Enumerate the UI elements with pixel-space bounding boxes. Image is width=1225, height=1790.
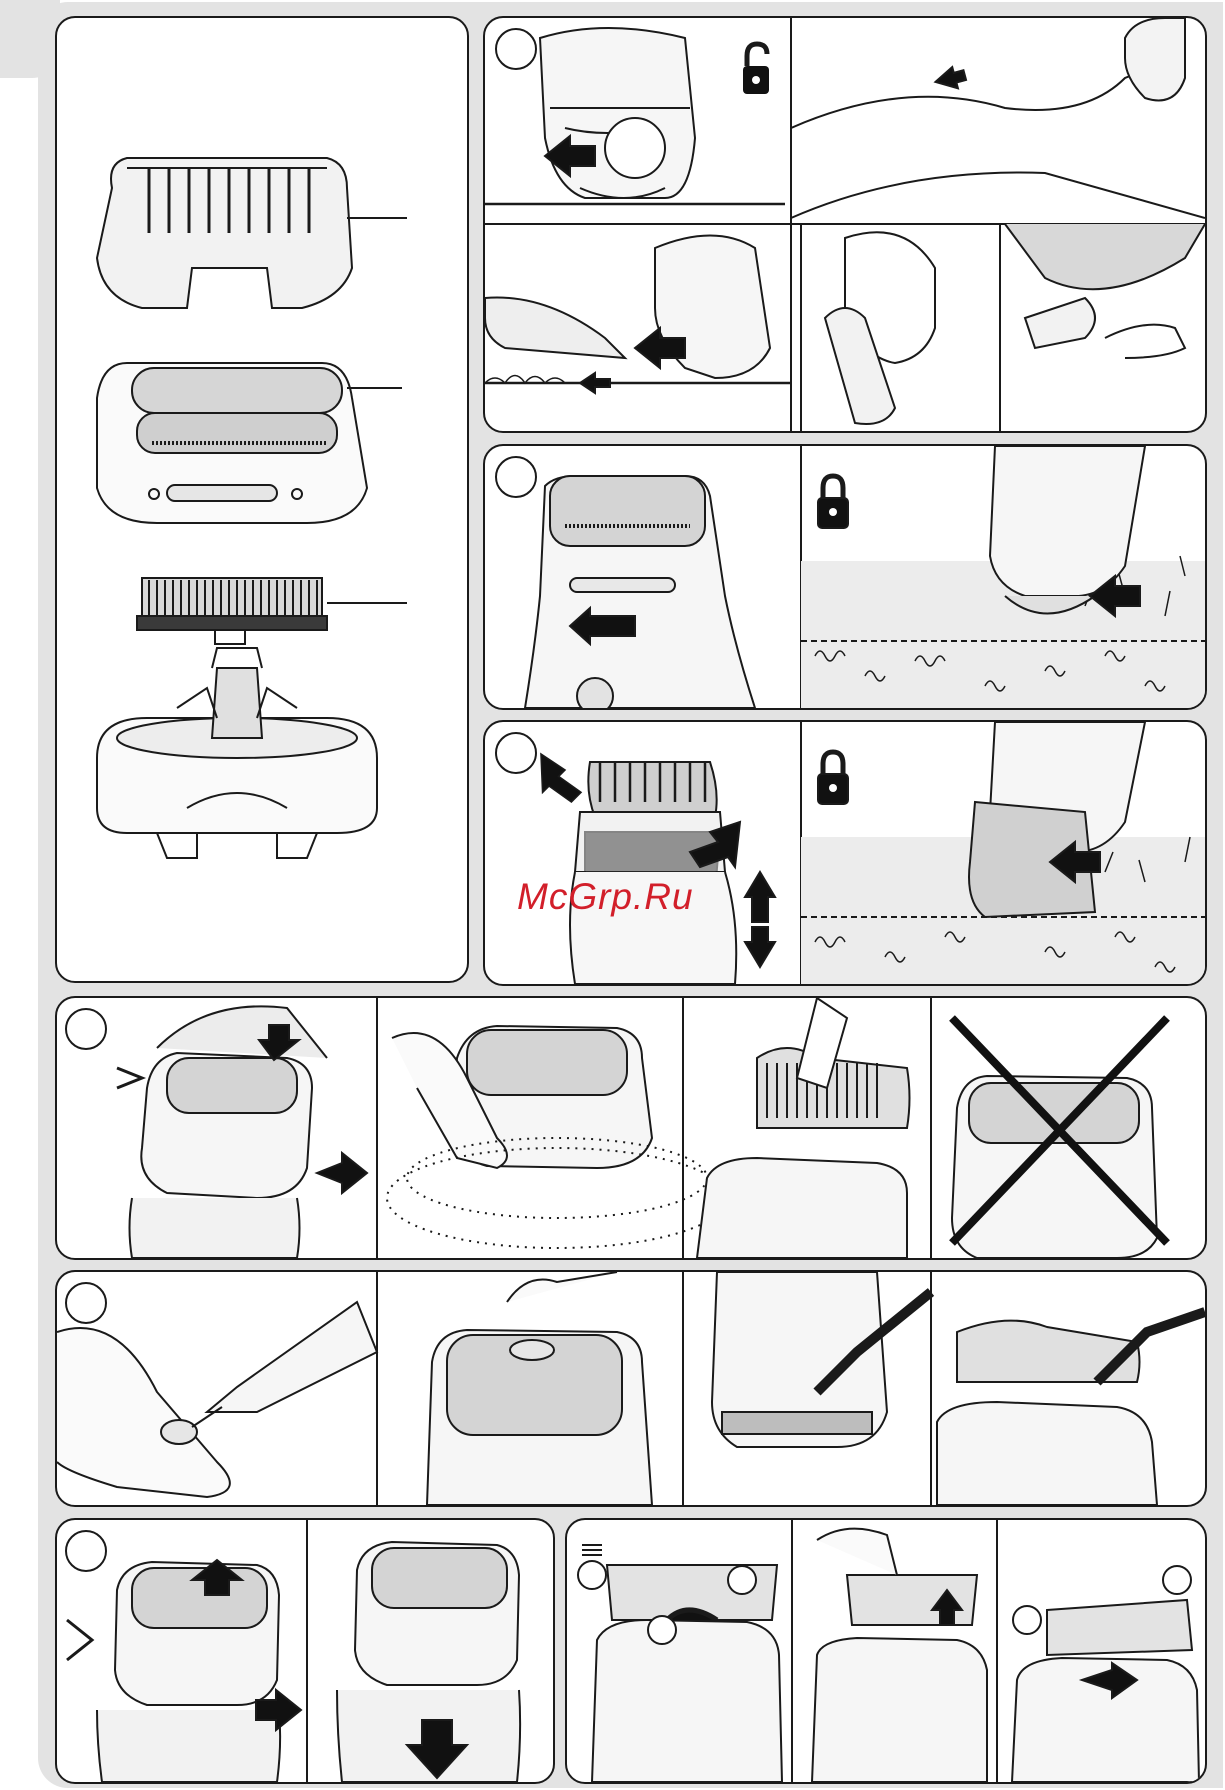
trimmer-blade-illustration — [137, 578, 407, 644]
step-5-panel — [55, 1270, 1207, 1507]
parts-illustration — [57, 18, 467, 981]
parts-overview-panel — [55, 16, 469, 983]
watermark-text: McGrp.Ru — [517, 876, 694, 918]
step-6-panel — [55, 1518, 555, 1784]
step-6-illustration — [57, 1520, 553, 1782]
step-7-panel — [565, 1518, 1207, 1784]
step-3-illustration — [485, 722, 1205, 984]
step-1-illustration — [485, 18, 1205, 431]
step-7-illustration — [567, 1520, 1205, 1782]
step-4-panel — [55, 996, 1207, 1260]
step-5-illustration — [57, 1272, 1205, 1505]
unlocked-padlock-icon — [743, 66, 769, 94]
trimmer-comb-cap-illustration — [97, 158, 407, 308]
step-2-illustration — [485, 446, 1205, 708]
step-4-illustration — [57, 998, 1205, 1258]
shaver-head-illustration — [97, 363, 402, 523]
epilator-base-illustration — [97, 648, 377, 858]
step-3-panel — [483, 720, 1207, 986]
step-1-panel — [483, 16, 1207, 433]
step-2-panel — [483, 444, 1207, 710]
